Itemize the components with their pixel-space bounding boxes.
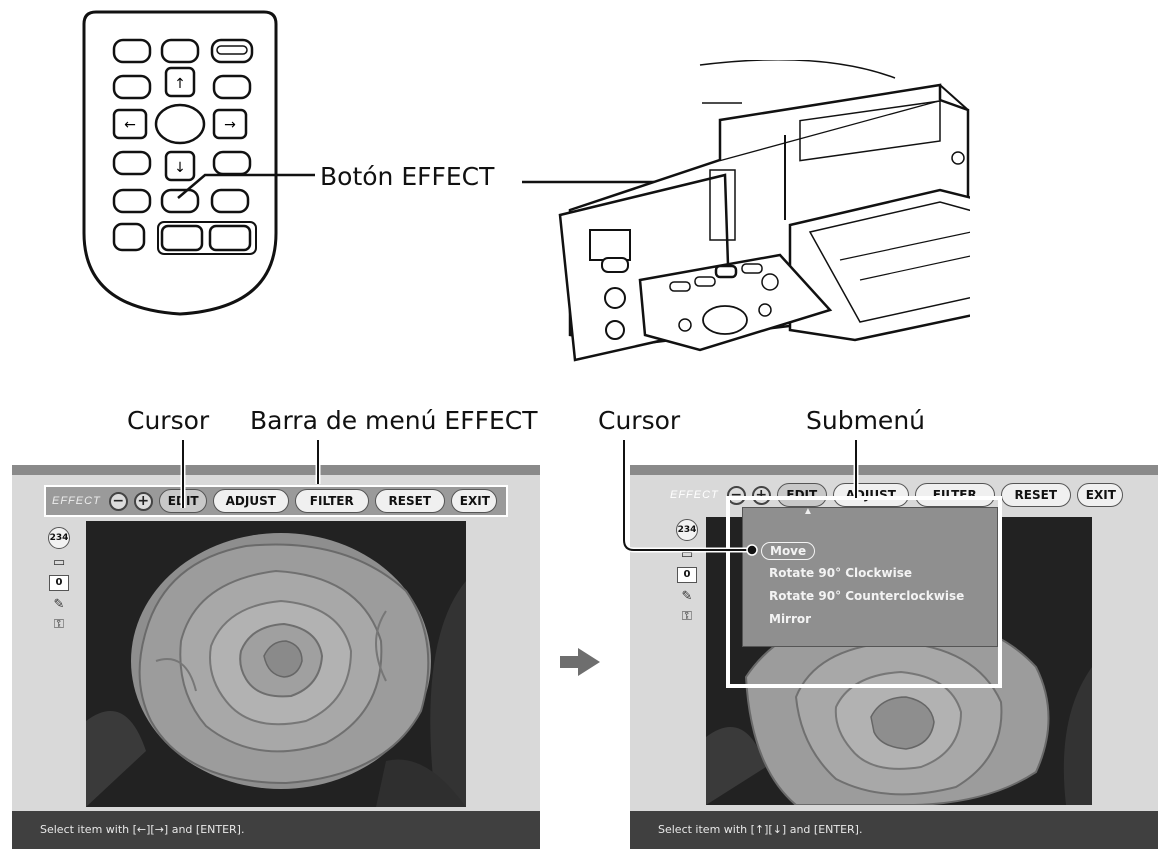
menu-bar-label: Barra de menú EFFECT [250, 406, 538, 435]
svg-text:←: ← [124, 117, 136, 133]
effect-button-label: Botón EFFECT [320, 162, 495, 191]
side-info-column: 234 ▭ 0 ✎ ⚿ [674, 519, 700, 623]
svg-text:→: → [224, 117, 236, 133]
screen-left: EFFECT − + EDIT ADJUST FILTER RESET EXIT… [12, 465, 540, 849]
edit-icon: ✎ [681, 588, 693, 603]
key-icon: ⚿ [682, 608, 692, 623]
screen-top-band [630, 465, 1158, 475]
print-icon: ▭ [52, 554, 66, 569]
cursor-label-right: Cursor [598, 406, 681, 435]
status-bar: Select item with [↑][↓] and [ENTER]. [630, 811, 1158, 849]
tab-reset[interactable]: RESET [1000, 483, 1071, 507]
zoom-in-icon[interactable]: + [133, 491, 153, 511]
photo-count-badge: 234 [676, 519, 698, 541]
arrow-right-icon [560, 648, 600, 676]
zoom-out-icon[interactable]: − [108, 491, 128, 511]
effect-menu-bar: EFFECT − + EDIT ADJUST FILTER RESET EXIT [44, 485, 508, 517]
submenu-label: Submenú [806, 406, 926, 435]
photo-count-badge: 234 [48, 527, 70, 549]
effect-menu-title: EFFECT [52, 495, 101, 507]
tab-exit[interactable]: EXIT [450, 489, 497, 513]
edit-submenu: ▲ Move Rotate 90° Clockwise Rotate 90° C… [742, 506, 998, 647]
rose-image [86, 521, 466, 807]
submenu-pointer-icon: ▲ [803, 506, 813, 517]
submenu-item-mirror[interactable]: Mirror [769, 612, 812, 626]
svg-text:↓: ↓ [174, 160, 186, 176]
side-info-column: 234 ▭ 0 ✎ ⚿ [46, 527, 72, 631]
tab-reset[interactable]: RESET [374, 489, 445, 513]
submenu-item-rotate-clockwise[interactable]: Rotate 90° Clockwise [769, 566, 912, 580]
tab-filter[interactable]: FILTER [294, 489, 369, 513]
photo-preview [86, 521, 466, 807]
remote-control-illustration: ↑ ← → ↓ [82, 10, 278, 316]
submenu-item-rotate-counterclockwise[interactable]: Rotate 90° Counterclockwise [769, 589, 965, 603]
cursor-label-left: Cursor [127, 406, 210, 435]
effect-menu-title: EFFECT [670, 489, 719, 501]
status-bar: Select item with [←][→] and [ENTER]. [12, 811, 540, 849]
tab-adjust[interactable]: ADJUST [212, 489, 289, 513]
tab-edit[interactable]: EDIT [776, 483, 827, 507]
submenu-item-move[interactable]: Move [761, 542, 816, 560]
tab-exit[interactable]: EXIT [1076, 483, 1123, 507]
key-icon: ⚿ [54, 616, 64, 631]
edit-icon: ✎ [53, 596, 65, 611]
copies-count: 0 [49, 575, 69, 591]
screen-top-band [12, 465, 540, 475]
printer-illustration [558, 60, 970, 362]
copies-count: 0 [677, 567, 697, 583]
svg-text:↑: ↑ [174, 76, 186, 92]
tab-filter[interactable]: FILTER [914, 483, 995, 507]
